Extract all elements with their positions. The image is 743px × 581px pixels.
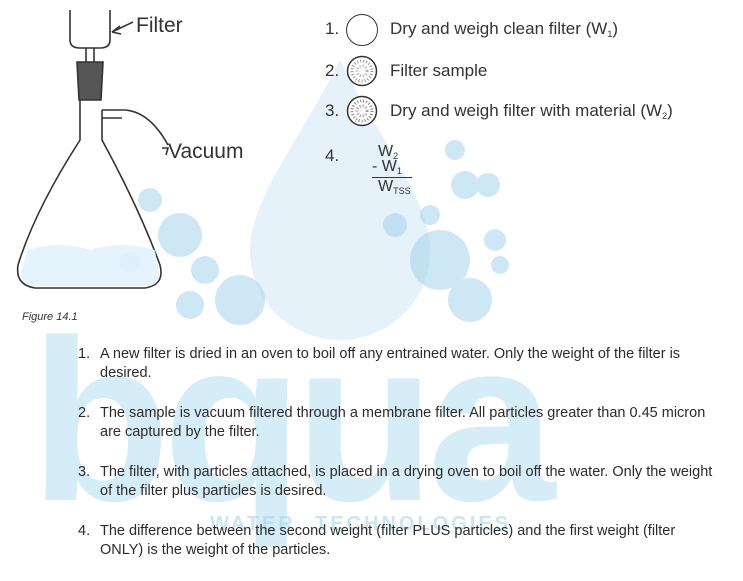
list-item: 1.A new filter is dried in an oven to bo… xyxy=(78,346,681,381)
filter-with-sample-icon xyxy=(346,55,378,87)
diagram-step-text: Filter sample xyxy=(390,61,488,80)
svg-text:WATER: WATER xyxy=(210,513,296,535)
weight-difference-calculation: W2 - W1 WTSS xyxy=(372,143,412,196)
vacuum-label: Vacuum xyxy=(168,140,244,163)
list-item: 3.The filter, with particles attached, i… xyxy=(78,464,713,499)
diagram-step-text: Dry and weigh filter with material (W2) xyxy=(390,101,673,121)
filtration-apparatus-diagram xyxy=(16,10,170,289)
dried-filter-with-material-icon xyxy=(346,95,378,127)
list-item: 4.The difference between the second weig… xyxy=(78,523,676,558)
figure-caption: Figure 14.1 xyxy=(22,311,78,323)
svg-text:bqua: bqua xyxy=(30,292,557,549)
list-item: 2.The sample is vacuum filtered through … xyxy=(78,405,706,440)
diagram-step-text: Dry and weigh clean filter (W1) xyxy=(390,19,618,39)
svg-text:TECHNOLOGIES: TECHNOLOGIES xyxy=(315,513,511,535)
clean-filter-icon xyxy=(346,14,378,46)
diagram-step-number: 2. xyxy=(325,61,340,80)
diagram-step-number: 4. xyxy=(325,146,340,165)
explanation-list: 1.A new filter is dried in an oven to bo… xyxy=(70,345,720,581)
filter-label: Filter xyxy=(136,14,183,37)
diagram-step-number: 3. xyxy=(325,101,340,120)
diagram-step-number: 1. xyxy=(325,19,340,38)
